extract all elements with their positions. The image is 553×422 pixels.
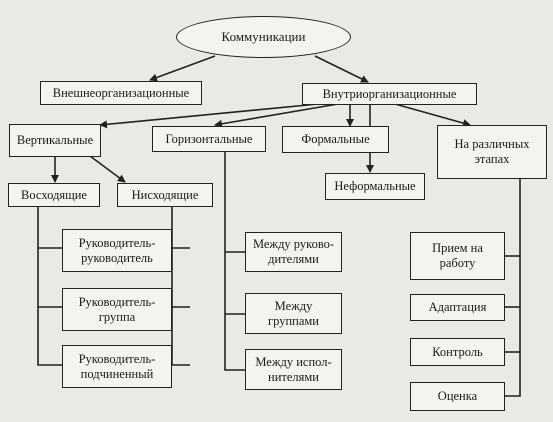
root-node: Коммуникации [176, 16, 351, 58]
descending-node: Нисходящие [117, 183, 213, 207]
arrow-internal-vertical [99, 103, 319, 129]
stage-item-adaptation: Адаптация [410, 294, 505, 321]
formal-node: Формальные [282, 126, 389, 153]
arrow-internal-stages [394, 103, 471, 127]
external-node: Внешнеорганизационные [40, 81, 202, 105]
arrow-root-external [149, 55, 216, 82]
bracket-right-vertical [171, 206, 190, 366]
vertical-node: Вертикальные [9, 124, 101, 157]
arrow-vertical-descending [89, 155, 126, 183]
ascending-node: Восходящие [8, 183, 100, 207]
horizontal-item-1: Между руково- дителями [245, 232, 342, 272]
vertical-item-3: Руководитель- подчиненный [62, 345, 172, 388]
horizontal-item-3: Между испол- нителями [245, 349, 342, 390]
vertical-item-1: Руководитель- руководитель [62, 229, 172, 272]
horizontal-node: Горизонтальные [152, 126, 266, 152]
informal-node: Неформальные [325, 173, 425, 200]
bracket-stages [505, 178, 521, 397]
bracket-horizontal [224, 151, 245, 371]
horizontal-item-2: Между группами [245, 293, 342, 334]
stage-item-evaluation: Оценка [410, 382, 505, 411]
arrow-root-internal [314, 55, 369, 83]
bracket-left-vertical [37, 206, 62, 366]
stage-item-hiring: Прием на работу [410, 232, 505, 280]
stages-node: На различных этапах [437, 125, 547, 179]
arrow-internal-horizontal [214, 103, 339, 128]
internal-node: Внутриорганизационные [302, 83, 477, 105]
vertical-item-2: Руководитель- группа [62, 288, 172, 331]
stage-item-control: Контроль [410, 338, 505, 366]
